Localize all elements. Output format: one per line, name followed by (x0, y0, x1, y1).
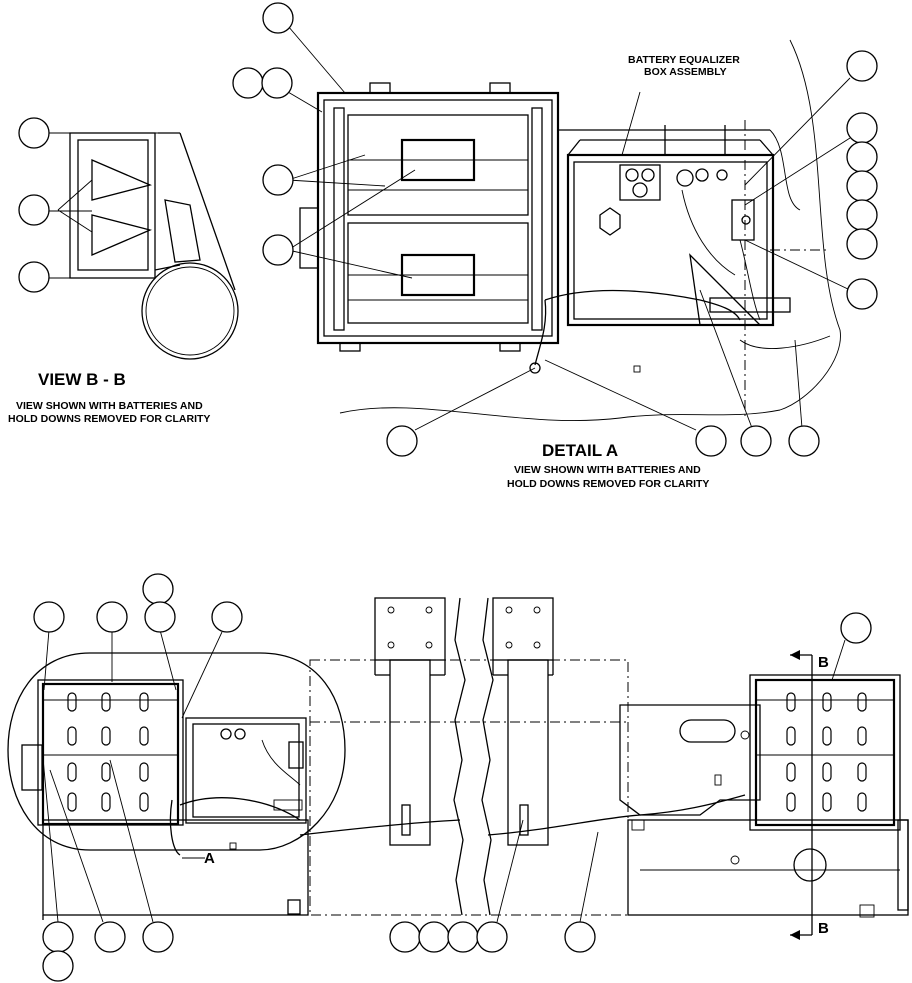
callout-bubble (418, 921, 450, 953)
callout-bubble (96, 601, 128, 633)
callout-bubble (386, 425, 418, 457)
view-b-b-note-line-1: VIEW SHOWN WITH BATTERIES AND (16, 400, 203, 412)
battery-terminal-slots (67, 692, 867, 812)
callout-bubble (261, 67, 293, 99)
callout-bubble (18, 194, 50, 226)
callout-bubble (232, 67, 264, 99)
callout-bubbles (18, 2, 878, 982)
callout-bubble (846, 228, 878, 260)
callout-bubble (695, 425, 727, 457)
callout-bubble (262, 234, 294, 266)
callout-bubble (846, 50, 878, 82)
callout-bubble (144, 601, 176, 633)
callout-bubble (42, 921, 74, 953)
callout-bubble (846, 199, 878, 231)
callout-bubble (564, 921, 596, 953)
detail-a-note-line-2: HOLD DOWNS REMOVED FOR CLARITY (507, 478, 710, 490)
callout-bubble (142, 573, 174, 605)
leader-lines (42, 25, 851, 923)
callout-bubble (476, 921, 508, 953)
callout-bubble (740, 425, 772, 457)
detail-a-title: DETAIL A (542, 441, 619, 460)
view-b-b-note-line-2: HOLD DOWNS REMOVED FOR CLARITY (8, 413, 211, 425)
main-assembly-drawing (7, 597, 909, 940)
callout-bubble (846, 170, 878, 202)
callout-bubble (389, 921, 421, 953)
callout-bubble (94, 921, 126, 953)
view-b-b-drawing (44, 132, 239, 360)
section-marker-top: B (818, 654, 829, 671)
callout-bubble (846, 141, 878, 173)
view-b-b-title: VIEW B - B (38, 370, 126, 389)
detail-callout-letter: A (204, 850, 215, 867)
callout-bubble (262, 164, 294, 196)
callout-bubble (42, 950, 74, 982)
callout-bubble (788, 425, 820, 457)
detail-a-note-line-1: VIEW SHOWN WITH BATTERIES AND (514, 464, 701, 476)
detail-a-drawing (299, 39, 841, 421)
section-marker-bottom: B (818, 920, 829, 937)
callout-bubble (262, 2, 294, 34)
callout-bubble (840, 612, 872, 644)
callout-bubble (33, 601, 65, 633)
callout-bubble (142, 921, 174, 953)
equalizer-label-line-2: BOX ASSEMBLY (644, 66, 727, 78)
callout-bubble (447, 921, 479, 953)
callout-bubble (211, 601, 243, 633)
callout-bubble (846, 278, 878, 310)
callout-bubble (18, 117, 50, 149)
callout-bubble (846, 112, 878, 144)
callout-bubble (18, 261, 50, 293)
equalizer-label-line-1: BATTERY EQUALIZER (628, 54, 740, 66)
